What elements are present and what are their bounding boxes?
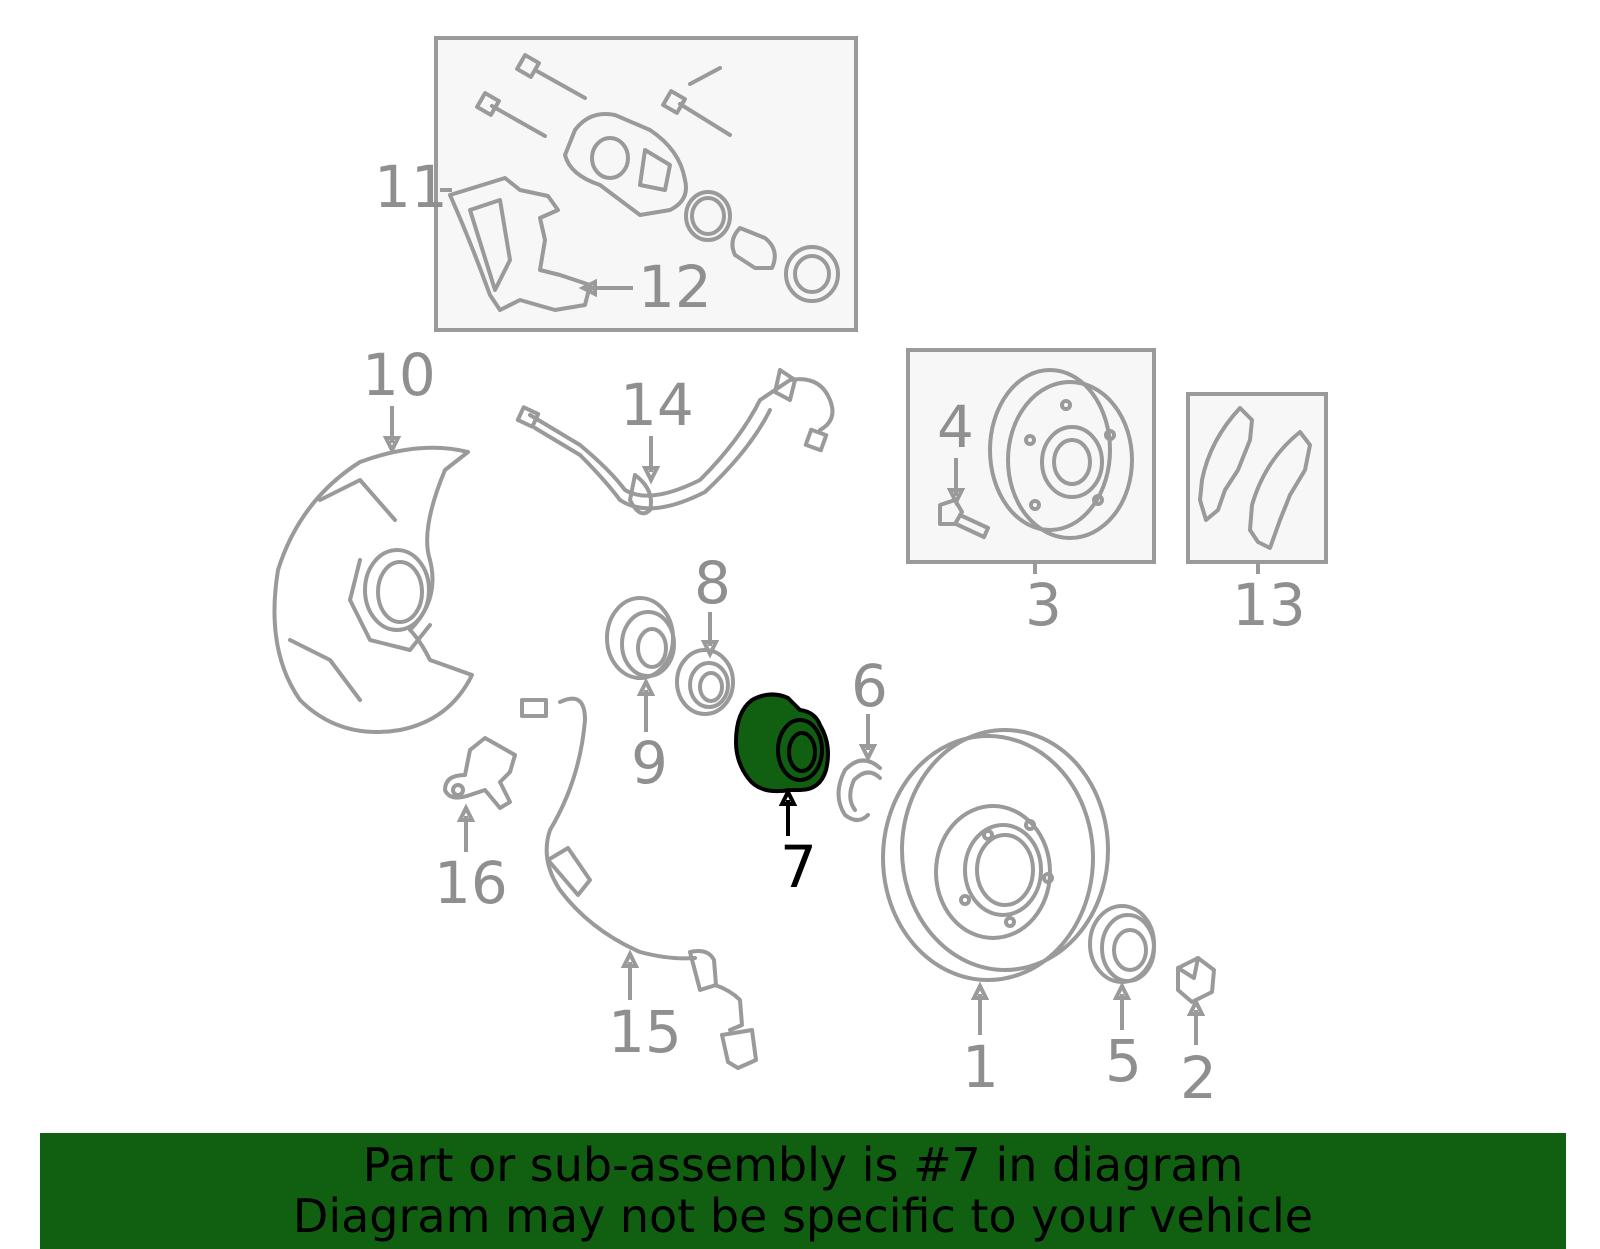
inner-seal bbox=[605, 596, 676, 680]
banner-line-1: Part or sub-assembly is #7 in diagram bbox=[362, 1138, 1244, 1192]
caliper-bolts bbox=[475, 53, 732, 138]
label-12: 12 bbox=[638, 253, 712, 321]
label-14: 14 bbox=[620, 371, 694, 439]
label-7: 7 bbox=[780, 833, 817, 901]
label-16: 16 bbox=[434, 849, 508, 917]
caliper-assembly-box bbox=[434, 36, 858, 332]
outer-seal bbox=[1088, 904, 1156, 984]
snap-ring bbox=[836, 758, 882, 822]
brake-hose bbox=[515, 368, 835, 516]
callout-labels: 11 12 10 14 4 3 13 8 6 9 7 16 15 1 5 2 bbox=[362, 153, 1306, 1112]
label-11: 11 bbox=[374, 153, 448, 221]
brake-pads-box bbox=[1186, 392, 1328, 564]
brake-rotor bbox=[881, 728, 1110, 982]
label-1: 1 bbox=[962, 1033, 999, 1101]
bearing bbox=[675, 648, 735, 716]
label-2: 2 bbox=[1180, 1044, 1217, 1112]
label-10: 10 bbox=[362, 341, 436, 409]
banner-line-2: Diagram may not be specific to your vehi… bbox=[292, 1189, 1314, 1243]
hub-nut bbox=[1176, 956, 1216, 1004]
dust-shield bbox=[272, 445, 474, 734]
label-13: 13 bbox=[1232, 571, 1306, 639]
info-banner: Part or sub-assembly is #7 in diagram Di… bbox=[40, 1133, 1566, 1249]
label-9: 9 bbox=[631, 729, 668, 797]
label-15: 15 bbox=[608, 998, 682, 1066]
label-6: 6 bbox=[851, 652, 888, 720]
speed-sensor-wire bbox=[520, 696, 758, 1070]
label-5: 5 bbox=[1105, 1027, 1142, 1095]
hub-bolt bbox=[938, 498, 990, 539]
label-3: 3 bbox=[1025, 571, 1062, 639]
wheel-hub bbox=[988, 368, 1134, 540]
caliper-body bbox=[563, 112, 688, 217]
label-4: 4 bbox=[937, 393, 974, 461]
caliper-bracket bbox=[448, 176, 592, 312]
hub-assembly-box bbox=[906, 348, 1156, 564]
piston-seal-parts bbox=[684, 190, 840, 303]
sensor-bracket bbox=[443, 736, 517, 810]
hub-bearing-part-7[interactable] bbox=[733, 692, 830, 794]
label-8: 8 bbox=[694, 549, 731, 617]
leader-lines bbox=[382, 188, 1260, 1045]
